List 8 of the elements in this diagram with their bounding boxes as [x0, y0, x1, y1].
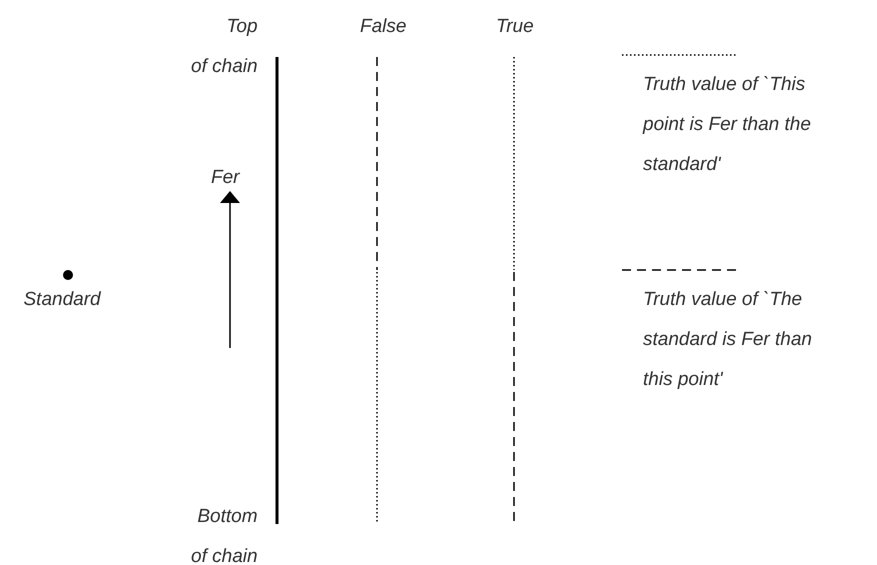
- axis-label: Bottom of chain: [191, 505, 258, 565]
- point-label: Standard: [24, 288, 101, 312]
- legend-text: Truth value of `The standard is Fer than this point': [643, 288, 813, 392]
- column-heading: True: [496, 15, 534, 39]
- arrow-label: Fer: [211, 166, 240, 190]
- column-heading: False: [360, 15, 406, 39]
- axis-label: Top of chain: [191, 15, 258, 79]
- legend-text: Truth value of `This point is Fer than the standard': [643, 73, 812, 177]
